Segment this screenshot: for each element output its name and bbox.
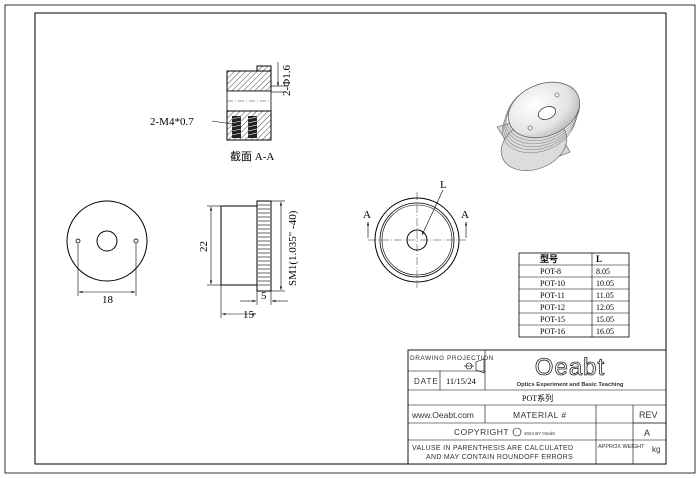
spec-cell: POT-12 [540,303,565,312]
title-block [407,349,667,465]
spec-header-model: 型号 [540,253,558,264]
spec-table [518,252,630,338]
copyright-label: COPYRIGHT [454,427,509,437]
spec-cell: POT-16 [540,327,565,336]
spec-cell: POT-8 [540,267,561,276]
spec-cell: POT-15 [540,315,565,324]
svg-text:Optics Experiment and Basic Te: Optics Experiment and Basic Teaching [517,382,624,388]
disclaimer-line-1: VALUSE IN PARENTHESIS ARE CALCULATED [412,445,573,452]
svg-text:Oeabt: Oeabt [535,354,605,381]
section-mark-left: A [363,209,371,221]
isometric-view [496,81,581,171]
weight-unit: kg [652,445,660,454]
date-label: DATE [414,377,439,386]
spec-cell: 8.05 [596,267,610,276]
front-view [66,200,148,296]
spec-cell: 15.05 [596,315,614,324]
rear-view [366,189,468,288]
spec-cell: POT-10 [540,279,565,288]
side-view [207,200,288,318]
spec-cell: 16.05 [596,327,614,336]
thread-spec-dimension: SM1(1.035" -40) [287,210,299,286]
outer-border [4,4,696,474]
section-caption: 截面 A-A [230,149,274,163]
drawing-projection-label: DRAWING PROJECTION [410,355,494,362]
spec-cell: 12.05 [596,303,614,312]
inner-border [34,12,667,465]
copyright-icon [512,427,522,437]
hole-diameter-label: 2-Φ1.6 [281,65,293,96]
website: www.Oeabt.com [411,410,474,420]
rev-label: REV [639,410,658,420]
label-L: L [440,179,447,191]
part-name: POT系列 [522,393,553,403]
section-view [211,62,285,141]
brand-logo: Oeabt Optics Experiment and Basic Teachi… [517,354,624,388]
thread-callout-label: 2-M4*0.7 [150,116,194,128]
copyright-year: 2024 BY Oeabt [524,431,555,436]
disclaimer-line-2: AND MAY CONTAIN ROUNDOFF ERRORS [426,454,573,461]
flange-dimension: 5 [261,290,267,302]
side-diameter-dimension: 22 [198,241,210,252]
date-value: 11/15/24 [446,376,477,386]
spec-cell: POT-11 [540,291,565,300]
section-mark-right: A [461,209,469,221]
spec-cell: 11.05 [596,291,614,300]
spec-cell: 10.05 [596,279,614,288]
material-label: MATERIAL # [513,410,567,420]
spec-header-L: L [596,254,602,264]
approx-weight-label: APPROX WEIGHT [598,444,645,450]
rev-value: A [644,428,650,438]
length-dimension: 15 [243,309,255,321]
front-width-dimension: 18 [102,294,114,306]
